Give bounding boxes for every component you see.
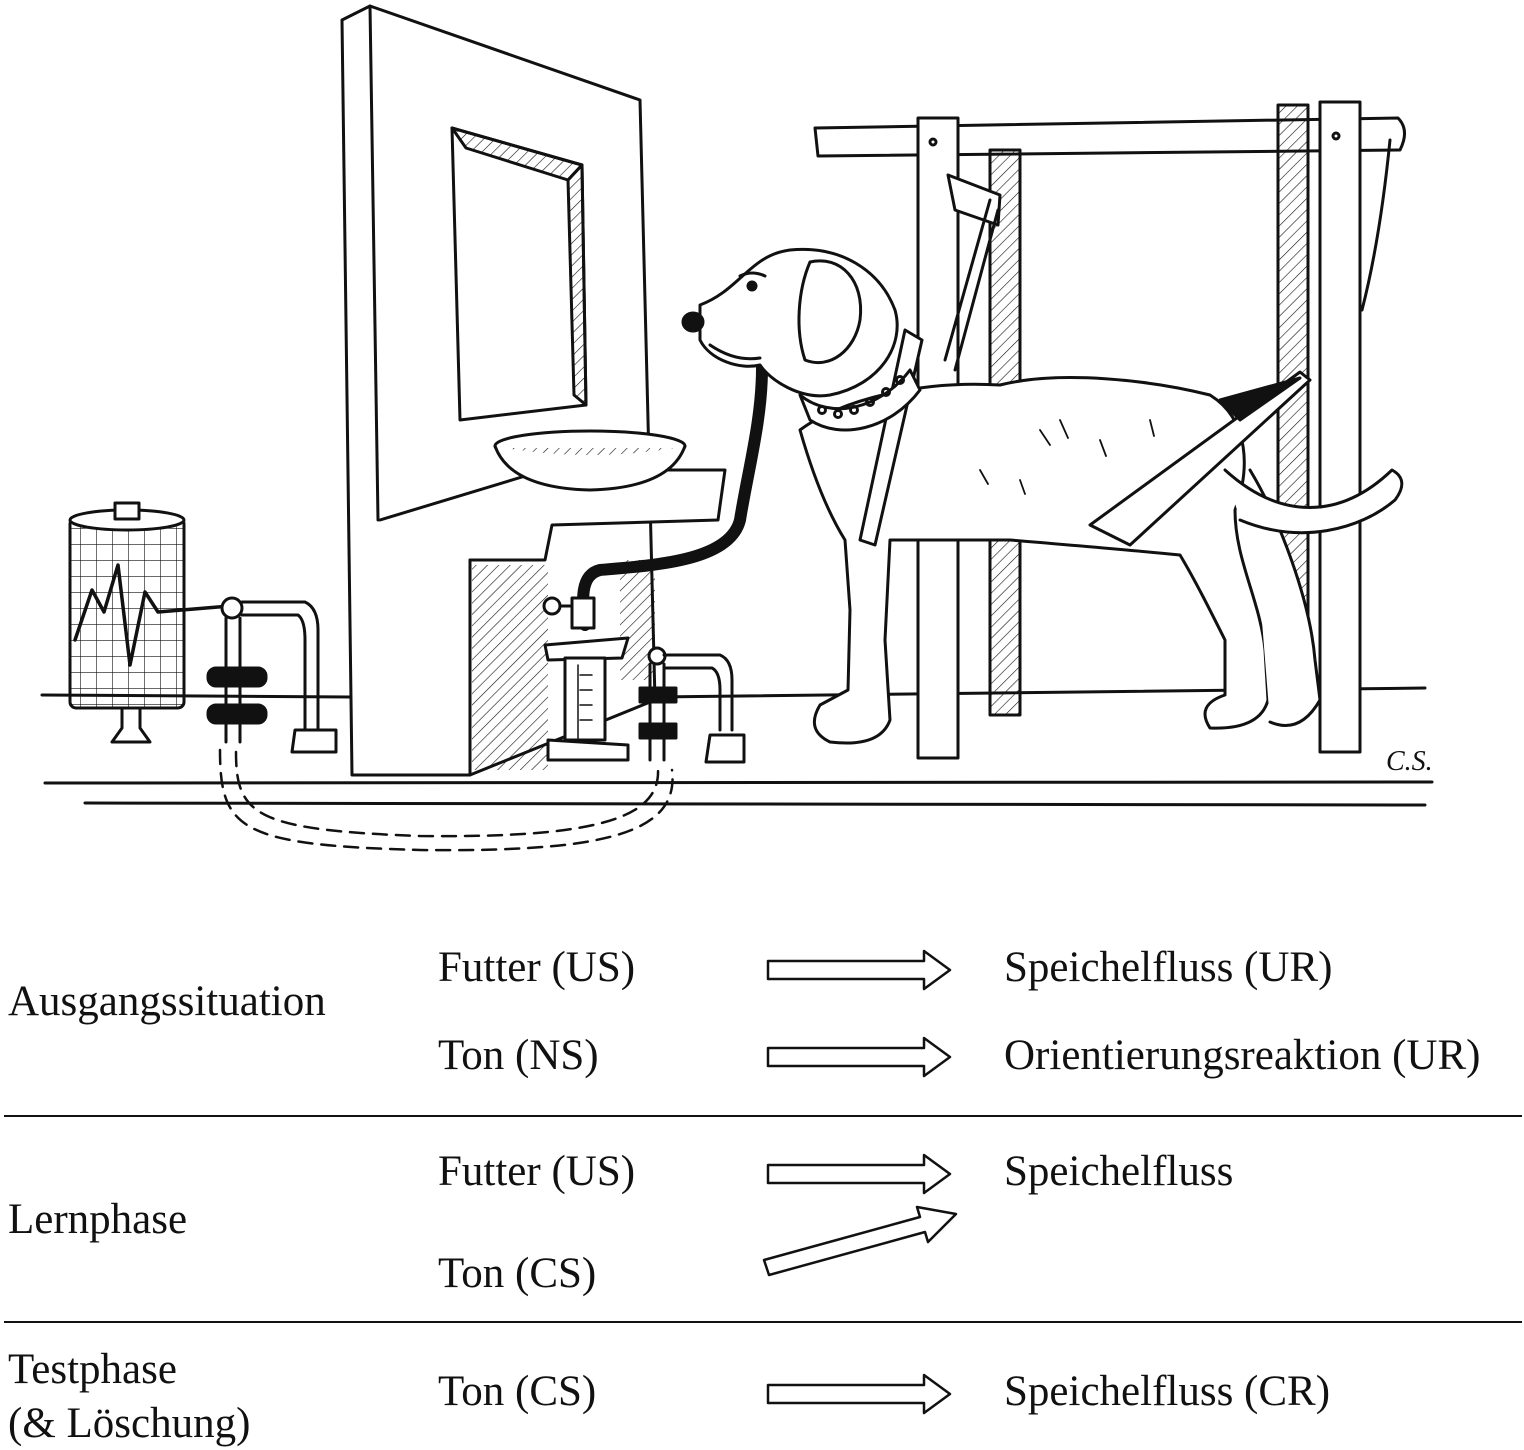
wall-panel: [340, 4, 727, 777]
kymograph-drum: [68, 501, 232, 744]
arrow-icon: [766, 1036, 952, 1078]
saliva-tube: [577, 362, 768, 631]
stimulus-label: Ton (CS): [438, 1368, 597, 1415]
arrow-icon: [766, 1373, 952, 1415]
response-label: Orientierungsreaktion (UR): [1004, 1032, 1481, 1079]
response-label: Speichelfluss: [1004, 1148, 1234, 1195]
section-divider: [4, 1321, 1522, 1323]
stimulus-label: Futter (US): [438, 944, 636, 991]
dashed-connection: [218, 748, 674, 852]
phase-label-ausgangssituation: Ausgangssituation: [8, 978, 326, 1025]
phase-label-loeschung: (& Löschung): [8, 1400, 251, 1447]
stimulus-label: Ton (NS): [438, 1032, 599, 1079]
arrow-icon: [766, 949, 952, 991]
dog: [681, 247, 1404, 745]
artist-signature: C.S.: [1386, 746, 1433, 777]
measuring-cylinder: [542, 596, 630, 762]
arrow-icon: [766, 1153, 952, 1195]
phase-label-lernphase: Lernphase: [8, 1196, 188, 1243]
valve-apparatus-left: [206, 596, 338, 754]
response-label: Speichelfluss (CR): [1004, 1368, 1331, 1415]
stimulus-label: Futter (US): [438, 1148, 636, 1195]
diagonal-arrow-icon: [762, 1205, 958, 1277]
section-divider: [4, 1115, 1522, 1117]
response-label: Speichelfluss (UR): [1004, 944, 1333, 991]
stimulus-label: Ton (CS): [438, 1250, 597, 1297]
valve-apparatus-right: [638, 646, 746, 764]
pavlov-experiment-illustration: C.S.: [40, 4, 1434, 852]
dashed-connection-inner: [234, 750, 660, 838]
food-bowl: [493, 429, 687, 492]
phase-label-testphase: Testphase: [8, 1346, 177, 1393]
